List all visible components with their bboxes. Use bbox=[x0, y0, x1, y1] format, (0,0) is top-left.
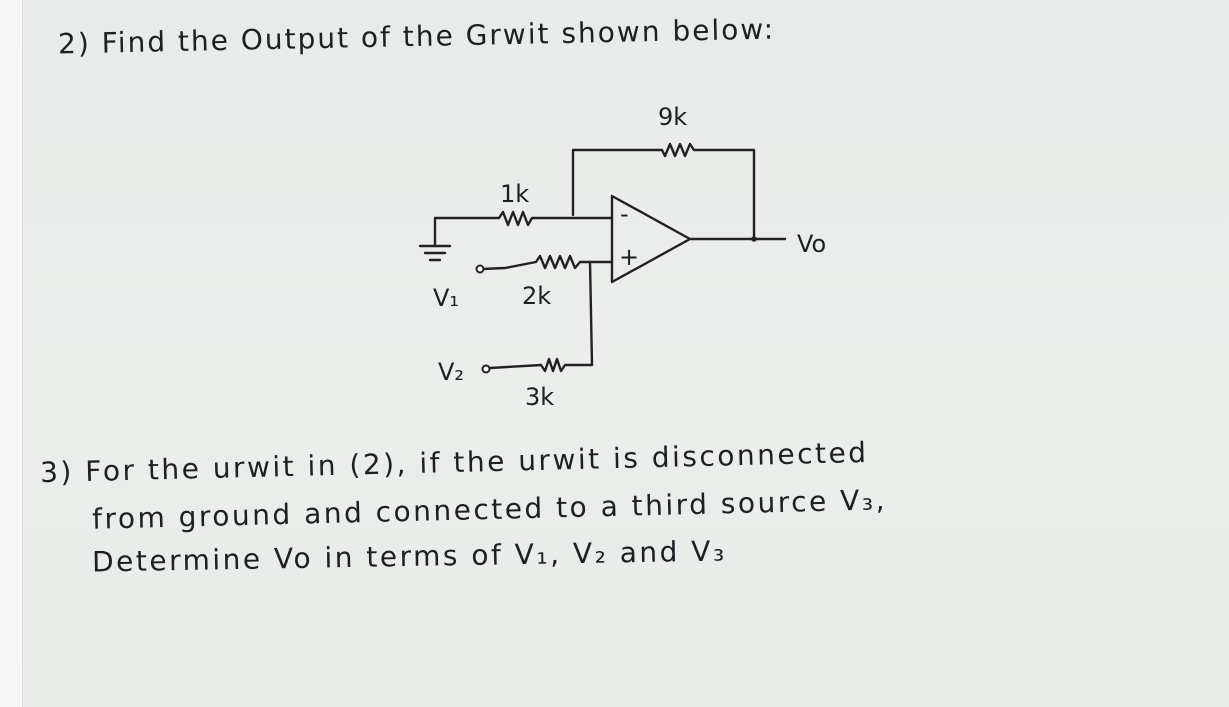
resistor-1k-label: 1k bbox=[500, 180, 529, 208]
v2-terminal bbox=[481, 364, 491, 374]
op-amp-noninverting-sign: + bbox=[619, 243, 639, 271]
v1-terminal bbox=[475, 264, 485, 274]
inverting-input-wire bbox=[433, 210, 614, 248]
page-edge bbox=[0, 0, 23, 707]
feedback-wire bbox=[571, 142, 756, 241]
resistor-3k-label: 3k bbox=[525, 383, 554, 411]
input-v2-label: V₂ bbox=[438, 358, 464, 386]
resistor-2k-label: 2k bbox=[522, 282, 551, 310]
op-amp-inverting-sign: - bbox=[620, 200, 629, 228]
output-label: Vo bbox=[797, 230, 826, 258]
ground-symbol bbox=[418, 244, 452, 262]
noninverting-input-wire bbox=[480, 254, 614, 271]
v2-branch-wire bbox=[488, 260, 594, 373]
feedback-resistor-label: 9k bbox=[658, 103, 687, 131]
op-amp-symbol bbox=[610, 194, 692, 284]
input-v1-label: V₁ bbox=[433, 284, 459, 312]
